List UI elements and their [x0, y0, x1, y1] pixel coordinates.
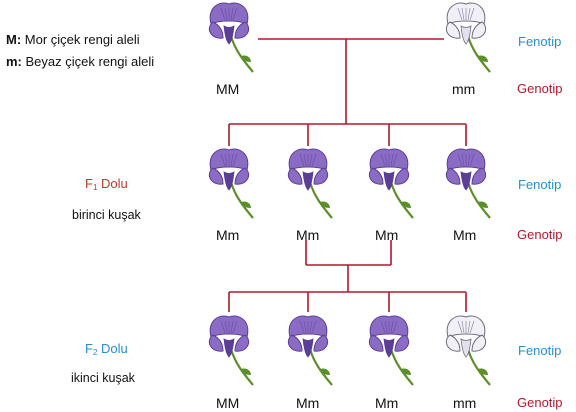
wing-petal-right [395, 335, 409, 351]
wing-petal-right [314, 168, 328, 184]
wing-petal-right [472, 335, 486, 351]
wing-petal-left [446, 22, 460, 38]
genotype-f2-2: Mm [296, 396, 319, 410]
wing-petal-left [209, 335, 223, 351]
stem-shape [310, 182, 332, 218]
f2-prefix: F [85, 341, 93, 356]
genotip-label-f1: Genotip [517, 228, 563, 241]
genotype-p-1: MM [216, 82, 239, 96]
genotype-f1-1: Mm [216, 228, 239, 242]
legend-recessive-allele: m: Beyaz çiçek rengi aleli [6, 55, 154, 68]
wing-petal-right [235, 22, 249, 38]
flower-icon-purple-f1-4 [446, 149, 490, 218]
flower-icon-purple-f2-2 [288, 316, 332, 385]
leaf-shape [320, 201, 330, 208]
legend-dominant-key: M: [6, 32, 21, 47]
wing-petal-right [235, 335, 249, 351]
leaf-shape [241, 55, 251, 62]
flower-icon-purple-p-1 [209, 3, 253, 72]
leaf-shape [478, 55, 488, 62]
f2-title: F2 Dolu [85, 342, 128, 357]
genotype-f2-4: mm [453, 396, 476, 410]
stem-shape [391, 349, 413, 385]
leaf-shape [241, 201, 251, 208]
leaf-shape [320, 368, 330, 375]
flower-icon-purple-f2-3 [369, 316, 413, 385]
wing-petal-left [446, 335, 460, 351]
leaf-shape [478, 201, 488, 208]
flower-icon-purple-f1-3 [369, 149, 413, 218]
stem-shape [468, 182, 490, 218]
wing-petal-right [472, 22, 486, 38]
flower-icon-purple-f2-1 [209, 316, 253, 385]
legend-dominant-allele: M: Mor çiçek rengi aleli [6, 33, 140, 46]
wing-petal-left [288, 168, 302, 184]
stem-shape [231, 182, 253, 218]
f1-prefix: F [85, 176, 93, 191]
genotip-label-f2: Genotip [517, 396, 563, 409]
fenotip-label-f2: Fenotip [518, 344, 561, 357]
genotype-f1-4: Mm [453, 228, 476, 242]
genotype-f1-3: Mm [375, 228, 398, 242]
stem-shape [391, 182, 413, 218]
wing-petal-left [369, 168, 383, 184]
wing-petal-right [235, 168, 249, 184]
genotype-f1-2: Mm [296, 228, 319, 242]
fenotip-label-p: Fenotip [518, 35, 561, 48]
wing-petal-right [395, 168, 409, 184]
flower-icon-white-f2-4 [446, 316, 490, 385]
leaf-shape [478, 368, 488, 375]
stem-shape [468, 36, 490, 72]
wing-petal-right [472, 168, 486, 184]
flower-icon-white-p-2 [446, 3, 490, 72]
wing-petal-left [446, 168, 460, 184]
f1-subtitle: birinci kuşak [72, 209, 141, 222]
stem-shape [310, 349, 332, 385]
f2-title-suffix: Dolu [97, 341, 127, 356]
flower-icon-purple-f1-2 [288, 149, 332, 218]
wing-petal-right [314, 335, 328, 351]
stem-shape [231, 36, 253, 72]
flower-icon-purple-f1-1 [209, 149, 253, 218]
leaf-shape [401, 368, 411, 375]
stem-shape [231, 349, 253, 385]
genotype-f2-3: Mm [375, 396, 398, 410]
legend-recessive-key: m: [6, 54, 22, 69]
genotype-f2-1: MM [216, 396, 239, 410]
leaf-shape [401, 201, 411, 208]
f2-subtitle: ikinci kuşak [71, 372, 135, 385]
fenotip-label-f1: Fenotip [518, 178, 561, 191]
wing-petal-left [369, 335, 383, 351]
legend-recessive-text: Beyaz çiçek rengi aleli [26, 54, 155, 69]
genotype-p-2: mm [452, 82, 475, 96]
wing-petal-left [209, 168, 223, 184]
genotip-label-p: Genotip [517, 82, 563, 95]
legend-dominant-text: Mor çiçek rengi aleli [25, 32, 140, 47]
wing-petal-left [209, 22, 223, 38]
f1-title: F1 Dolu [85, 177, 128, 192]
leaf-shape [241, 368, 251, 375]
wing-petal-left [288, 335, 302, 351]
stem-shape [468, 349, 490, 385]
f1-title-suffix: Dolu [97, 176, 127, 191]
